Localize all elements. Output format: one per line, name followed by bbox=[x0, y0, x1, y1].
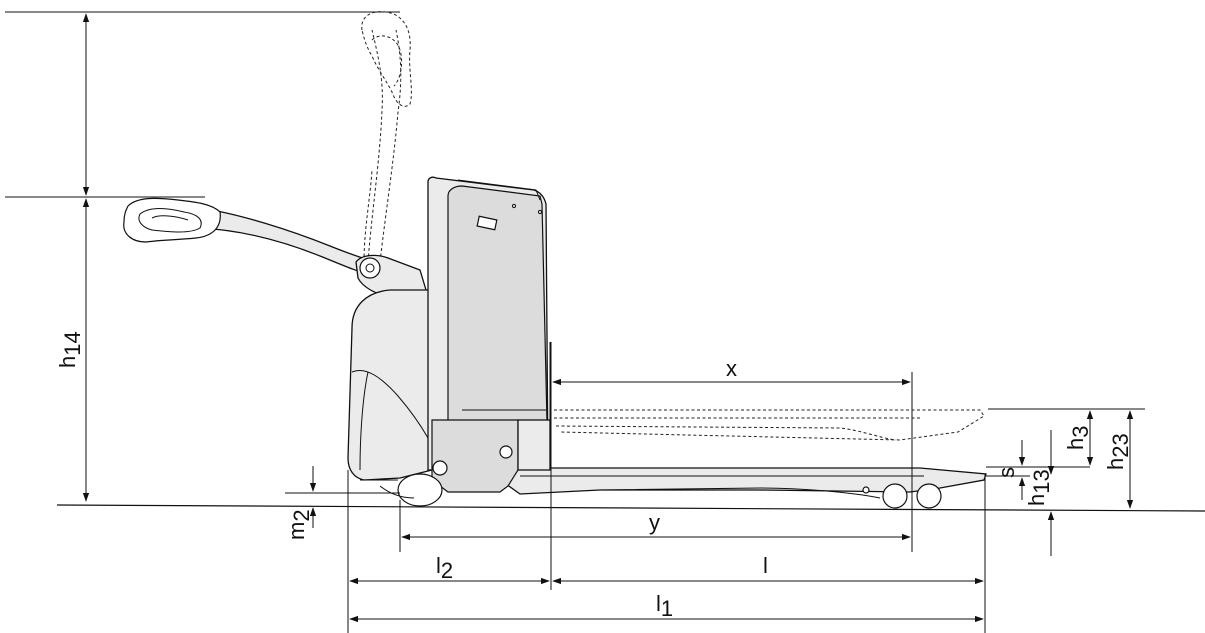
label-h3: h3 bbox=[1063, 426, 1093, 451]
label-m2: m2 bbox=[284, 509, 314, 540]
fork-raised-dashed bbox=[554, 409, 985, 441]
tiller-pivot bbox=[359, 257, 381, 279]
label-y: y bbox=[649, 510, 660, 535]
label-s: s bbox=[994, 467, 1019, 478]
fork-lowered bbox=[505, 467, 987, 495]
label-l: l bbox=[763, 553, 768, 578]
label-l2: l2 bbox=[436, 553, 453, 583]
tiller-grip bbox=[123, 197, 221, 243]
label-l1: l1 bbox=[656, 591, 673, 621]
label-h23: h23 bbox=[1103, 433, 1133, 470]
pallet-truck bbox=[123, 11, 987, 509]
label-h13: h13 bbox=[1024, 469, 1054, 506]
indicator-slot bbox=[476, 215, 498, 231]
drive-wheel bbox=[397, 473, 443, 507]
tiller-upright-dashed bbox=[361, 11, 412, 263]
ground-line bbox=[56, 504, 1205, 512]
tiller-arm bbox=[199, 207, 379, 277]
load-roller-rear bbox=[916, 483, 942, 509]
label-h14: h14 bbox=[55, 331, 85, 368]
label-x: x bbox=[726, 356, 737, 381]
load-roller-front bbox=[882, 483, 908, 509]
